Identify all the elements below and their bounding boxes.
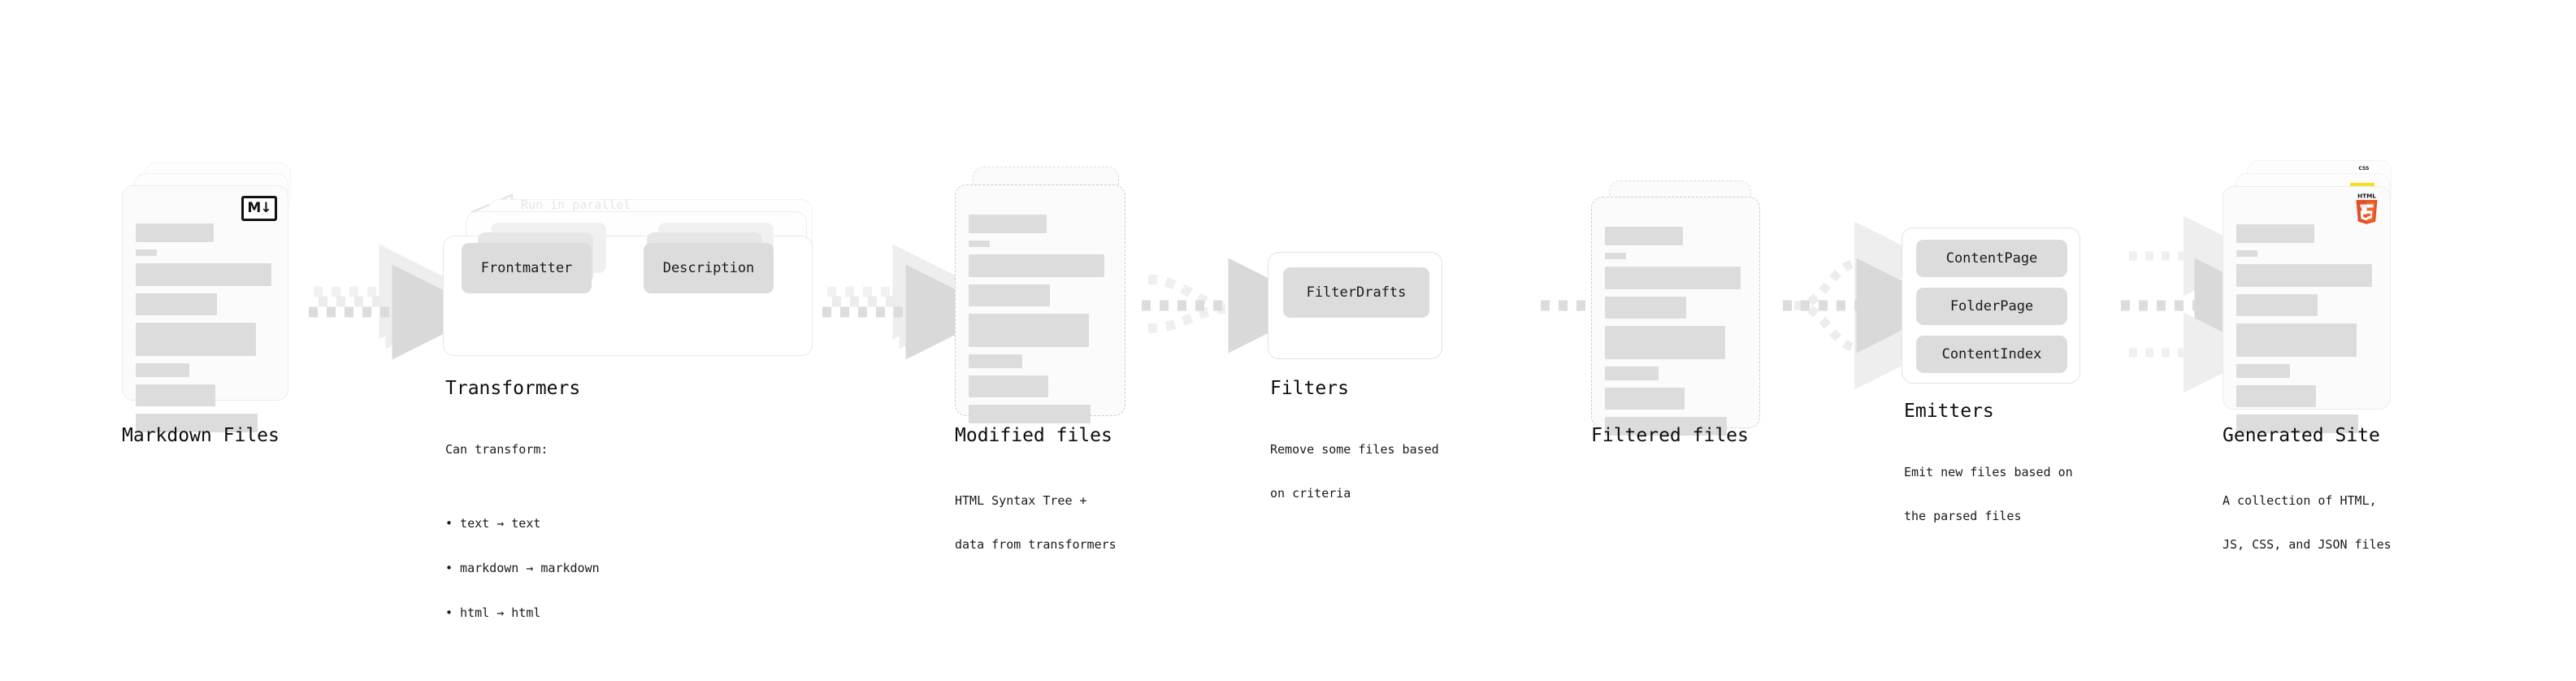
skeleton-bar bbox=[2236, 323, 2357, 357]
run-in-parallel-label: Run in parallel bbox=[521, 197, 631, 212]
transformers-title: Transformers bbox=[445, 378, 581, 399]
arrow-markdown-to-transformers bbox=[309, 244, 488, 360]
markdown-skeleton-body bbox=[136, 223, 275, 440]
filter-pill-filterdrafts[interactable]: FilterDrafts bbox=[1283, 267, 1429, 318]
skeleton-bar bbox=[1605, 297, 1686, 319]
skeleton-bar bbox=[969, 375, 1048, 397]
skeleton-bar bbox=[1605, 388, 1685, 410]
skeleton-bar bbox=[2236, 414, 2358, 433]
transformers-bullet-2: • html → html bbox=[445, 605, 541, 620]
skeleton-bar bbox=[2236, 264, 2372, 287]
skeleton-bar bbox=[1605, 227, 1683, 245]
skeleton-bar bbox=[136, 323, 256, 356]
markdown-files-title: Markdown Files bbox=[122, 425, 280, 446]
transformers-bullet-0: • text → text bbox=[445, 516, 541, 531]
arrow-filtered-to-emitters bbox=[1783, 221, 1952, 390]
markdown-logo-icon: M↓ bbox=[241, 196, 277, 221]
emitters-box[interactable]: ContentPage FolderPage ContentIndex bbox=[1902, 228, 2080, 384]
generated-site-stack[interactable]: CSS HTML bbox=[2223, 160, 2418, 433]
skeleton-bar bbox=[136, 249, 157, 256]
skeleton-bar bbox=[136, 293, 217, 315]
filtered-skeleton-body bbox=[1605, 227, 1746, 443]
transformer-pill-frontmatter[interactable]: Frontmatter bbox=[462, 243, 592, 293]
site-skeleton-body bbox=[2236, 224, 2377, 440]
filters-caption: Remove some files based on criteria bbox=[1270, 412, 1439, 531]
transformers-caption-head: Can transform: bbox=[445, 441, 549, 457]
skeleton-bar bbox=[2236, 364, 2290, 378]
filtered-card-front[interactable] bbox=[1591, 197, 1760, 436]
modified-files-caption: HTML Syntax Tree + data from transformer… bbox=[955, 463, 1117, 582]
html5-logo-icon: HTML bbox=[2354, 193, 2379, 224]
skeleton-bar bbox=[2236, 294, 2318, 316]
skeleton-bar bbox=[1605, 417, 1727, 436]
skeleton-bar bbox=[969, 241, 990, 247]
skeleton-bar bbox=[136, 414, 258, 432]
emitters-caption-line-1: the parsed files bbox=[1904, 509, 2022, 524]
modified-files-caption-line-0: HTML Syntax Tree + bbox=[955, 492, 1087, 508]
transformers-bullet-1: • markdown → markdown bbox=[445, 560, 600, 575]
svg-text:HTML: HTML bbox=[2357, 193, 2376, 200]
emitter-pill-folderpage[interactable]: FolderPage bbox=[1916, 288, 2067, 325]
skeleton-bar bbox=[1605, 367, 1659, 380]
skeleton-bar bbox=[969, 314, 1089, 347]
generated-site-title: Generated Site bbox=[2223, 425, 2380, 446]
skeleton-bar bbox=[969, 284, 1050, 306]
transformers-bullet-list: • text → text • markdown → markdown • ht… bbox=[445, 486, 600, 649]
generated-site-caption: A collection of HTML, JS, CSS, and JSON … bbox=[2223, 463, 2392, 582]
skeleton-bar bbox=[969, 254, 1104, 277]
generated-site-caption-line-0: A collection of HTML, bbox=[2223, 492, 2377, 508]
modified-files-stack[interactable] bbox=[955, 167, 1142, 435]
emitter-pill-contentpage[interactable]: ContentPage bbox=[1916, 240, 2067, 277]
modified-files-title: Modified files bbox=[955, 425, 1112, 446]
filters-title: Filters bbox=[1270, 378, 1349, 399]
generated-site-caption-line-1: JS, CSS, and JSON files bbox=[2223, 537, 2392, 553]
filtered-files-stack[interactable] bbox=[1591, 180, 1778, 449]
filters-caption-line-1: on criteria bbox=[1270, 486, 1351, 501]
skeleton-bar bbox=[969, 215, 1047, 233]
filters-box[interactable]: FilterDrafts bbox=[1268, 252, 1442, 359]
transformer-pill-description[interactable]: Description bbox=[644, 243, 774, 293]
transformers-group[interactable]: · · · · Frontmatter Description bbox=[443, 199, 825, 362]
skeleton-bar bbox=[1605, 326, 1725, 359]
skeleton-bar bbox=[136, 384, 215, 406]
skeleton-bar bbox=[2236, 224, 2314, 243]
emitters-caption: Emit new files based on the parsed files bbox=[1904, 435, 2073, 553]
filters-caption-line-0: Remove some files based bbox=[1270, 441, 1439, 457]
emitters-title: Emitters bbox=[1904, 401, 1994, 422]
markdown-files-stack[interactable]: M↓ bbox=[122, 163, 309, 432]
skeleton-bar bbox=[136, 363, 189, 377]
modified-card-front[interactable] bbox=[955, 184, 1125, 423]
markdown-card-front[interactable]: M↓ bbox=[122, 185, 288, 432]
arrow-modified-to-filters bbox=[1142, 258, 1324, 354]
skeleton-bar bbox=[1605, 267, 1741, 289]
skeleton-bar bbox=[969, 354, 1022, 368]
transformers-box-front[interactable]: · · · · Frontmatter Description bbox=[443, 223, 813, 356]
skeleton-bar bbox=[136, 223, 214, 242]
skeleton-bar bbox=[2236, 385, 2316, 407]
modified-skeleton-body bbox=[969, 215, 1112, 431]
arrow-transformers-to-modified bbox=[822, 244, 1001, 360]
arrow-emitters-to-site bbox=[2121, 215, 2290, 393]
skeleton-bar bbox=[1605, 253, 1626, 259]
filtered-files-title: Filtered files bbox=[1591, 425, 1749, 446]
emitter-pill-contentindex[interactable]: ContentIndex bbox=[1916, 336, 2067, 373]
skeleton-bar bbox=[969, 405, 1091, 423]
skeleton-bar bbox=[136, 263, 271, 286]
skeleton-bar bbox=[2236, 250, 2257, 257]
modified-files-caption-line-1: data from transformers bbox=[955, 537, 1117, 553]
transformers-caption: Can transform: • text → text • markdown … bbox=[445, 412, 600, 679]
emitters-caption-line-0: Emit new files based on bbox=[1904, 464, 2073, 479]
site-card-front-html[interactable]: HTML bbox=[2223, 186, 2391, 433]
